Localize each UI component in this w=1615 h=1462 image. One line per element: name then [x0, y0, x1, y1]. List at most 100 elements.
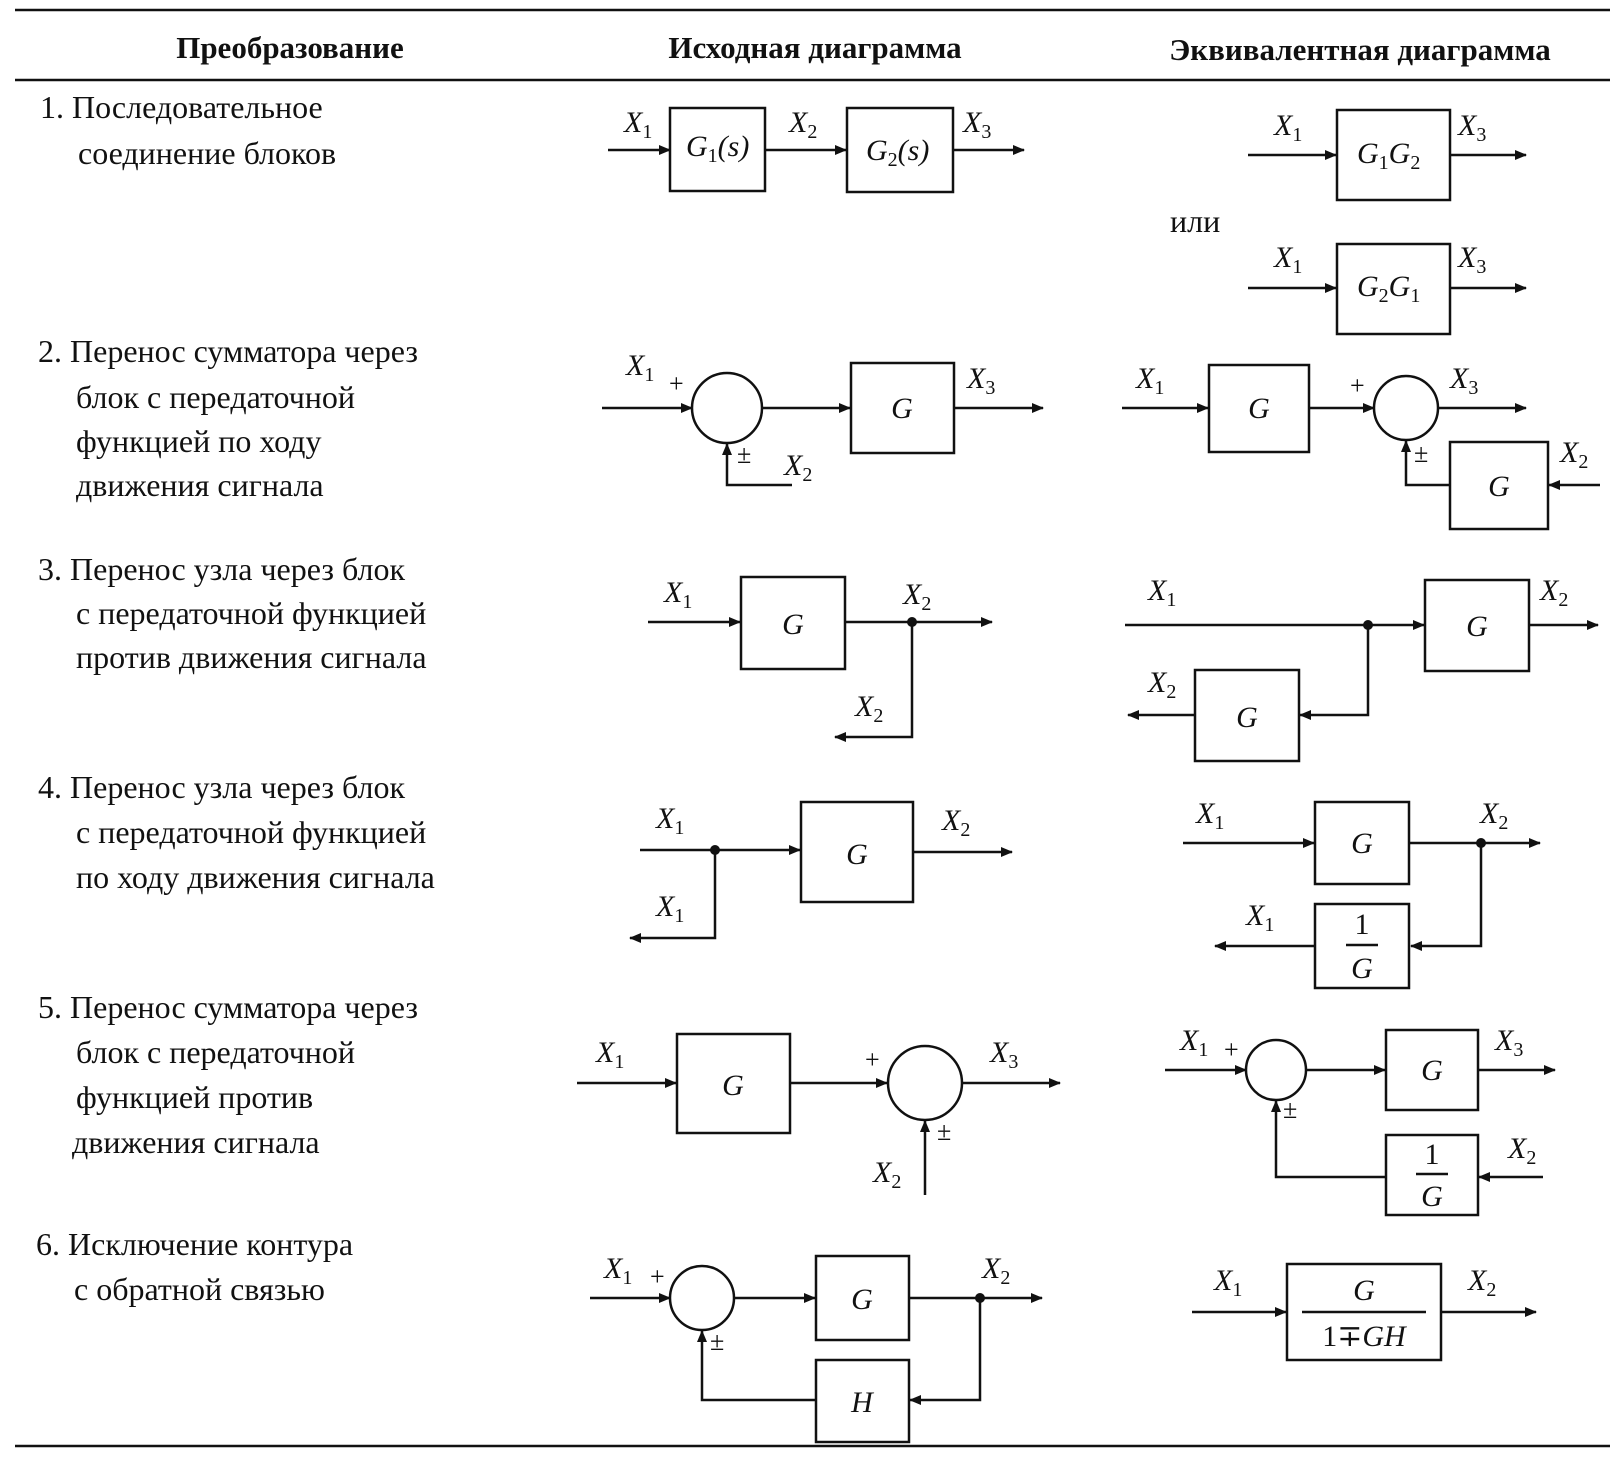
svg-text:G: G: [782, 608, 804, 641]
svg-text:+: +: [1224, 1035, 1239, 1064]
row-2-original-diagram: X1 + ± X2 X3 G: [602, 349, 1044, 487]
svg-text:G2G1: G2G1: [1357, 270, 1420, 307]
svg-text:соединение блоков: соединение блоков: [78, 135, 336, 171]
row-3-original-diagram: X1 X2 X2 G: [648, 575, 993, 742]
svg-text:по ходу движения сигнала: по ходу движения сигнала: [76, 859, 435, 895]
svg-text:1: 1: [1355, 908, 1370, 941]
svg-text:X2: X2: [1467, 1264, 1496, 1301]
svg-text:X1: X1: [655, 802, 684, 839]
svg-text:X2: X2: [981, 1252, 1010, 1289]
svg-text:G: G: [1351, 827, 1373, 860]
svg-text:G: G: [1488, 470, 1510, 503]
svg-text:+: +: [650, 1262, 665, 1291]
svg-text:X3: X3: [962, 106, 991, 143]
svg-text:с передаточной функцией: с передаточной функцией: [76, 595, 426, 631]
row-4-equivalent-diagram: X1 X2 X1 G 1 G: [1183, 797, 1541, 990]
svg-text:функцией против: функцией против: [76, 1079, 313, 1115]
svg-text:X2: X2: [1539, 574, 1568, 611]
row-5-description: 5. Перенос сумматора через блок с переда…: [38, 989, 418, 1160]
svg-text:G: G: [1236, 701, 1258, 734]
svg-text:с обратной связью: с обратной связью: [74, 1271, 325, 1307]
svg-text:6. Исключение контура: 6. Исключение контура: [36, 1226, 353, 1262]
svg-text:H: H: [850, 1386, 875, 1419]
svg-text:X2: X2: [1479, 797, 1508, 834]
svg-text:X2: X2: [902, 578, 931, 615]
row-1-original-diagram: X1 X2 X3 G1(s) G2(s): [608, 106, 1025, 194]
header-original: Исходная диаграмма: [668, 30, 962, 65]
svg-text:G1G2: G1G2: [1357, 137, 1420, 174]
svg-text:+: +: [865, 1045, 880, 1074]
svg-text:X1: X1: [1245, 899, 1274, 936]
svg-text:X1: X1: [1195, 797, 1224, 834]
header-transform: Преобразование: [176, 30, 404, 65]
svg-text:1: 1: [1425, 1138, 1440, 1171]
svg-text:X3: X3: [966, 362, 995, 399]
svg-text:1∓GH: 1∓GH: [1322, 1320, 1408, 1353]
svg-text:X1: X1: [1273, 241, 1302, 278]
row-3-description: 3. Перенос узла через блок с передаточно…: [38, 551, 427, 675]
row-4-original-diagram: X1 X1 X2 G: [629, 800, 1013, 943]
row-2-equivalent-diagram: X1 + ± X3 X2 G G: [1122, 362, 1600, 531]
row-6-equivalent-diagram: X1 X2 G 1∓GH: [1192, 1262, 1537, 1362]
svg-text:G1(s): G1(s): [686, 130, 749, 167]
svg-text:X1: X1: [1273, 109, 1302, 146]
svg-text:G: G: [1351, 952, 1373, 985]
or-label: или: [1170, 203, 1220, 239]
svg-text:X3: X3: [1449, 362, 1478, 399]
svg-text:X2: X2: [1507, 1132, 1536, 1169]
svg-text:против движения сигнала: против движения сигнала: [76, 639, 427, 675]
svg-text:X1: X1: [1179, 1024, 1208, 1061]
row-5-original-diagram: X1 + ± X3 X2 G: [577, 1032, 1061, 1195]
svg-text:X1: X1: [655, 890, 684, 927]
svg-text:X1: X1: [595, 1036, 624, 1073]
svg-text:G: G: [846, 838, 868, 871]
svg-text:±: ±: [1414, 439, 1428, 468]
svg-text:движения сигнала: движения сигнала: [72, 1124, 320, 1160]
svg-text:X3: X3: [1457, 241, 1486, 278]
svg-text:X3: X3: [1494, 1024, 1523, 1061]
svg-text:X2: X2: [788, 106, 817, 143]
svg-text:функцией по ходу: функцией по ходу: [76, 423, 321, 459]
row-6-original-diagram: X1 + ± X2 G H: [590, 1252, 1043, 1444]
svg-text:X1: X1: [603, 1252, 632, 1289]
svg-text:±: ±: [937, 1117, 951, 1146]
svg-text:G: G: [891, 392, 913, 425]
svg-text:X1: X1: [623, 106, 652, 143]
svg-text:2. Перенос сумматора через: 2. Перенос сумматора через: [38, 333, 418, 369]
svg-text:X1: X1: [1147, 574, 1176, 611]
row-4-description: 4. Перенос узла через блок с передаточно…: [38, 769, 435, 895]
row-3-equivalent-diagram: X1 X2 X2 G G: [1125, 574, 1599, 763]
svg-text:X1: X1: [1135, 362, 1164, 399]
svg-text:X2: X2: [941, 804, 970, 841]
svg-text:G: G: [851, 1283, 873, 1316]
svg-text:+: +: [669, 369, 684, 398]
svg-text:X2: X2: [854, 690, 883, 727]
svg-text:X2: X2: [783, 449, 812, 486]
svg-text:X1: X1: [663, 576, 692, 613]
svg-text:движения сигнала: движения сигнала: [76, 467, 324, 503]
svg-text:блок с передаточной: блок с передаточной: [76, 1034, 355, 1070]
svg-text:G2(s): G2(s): [866, 134, 929, 171]
svg-text:X3: X3: [989, 1036, 1018, 1073]
svg-text:G: G: [722, 1069, 744, 1102]
svg-text:G: G: [1248, 392, 1270, 425]
svg-text:X1: X1: [1213, 1264, 1242, 1301]
header-equivalent: Эквивалентная диаграмма: [1169, 32, 1551, 67]
svg-text:+: +: [1350, 371, 1365, 400]
svg-text:X2: X2: [1559, 436, 1588, 473]
row-6-description: 6. Исключение контура с обратной связью: [36, 1226, 353, 1307]
svg-text:блок с передаточной: блок с передаточной: [76, 379, 355, 415]
svg-text:4. Перенос узла через блок: 4. Перенос узла через блок: [38, 769, 405, 805]
svg-text:G: G: [1466, 610, 1488, 643]
svg-text:3. Перенос узла через блок: 3. Перенос узла через блок: [38, 551, 405, 587]
svg-text:G: G: [1421, 1180, 1443, 1213]
svg-text:X3: X3: [1457, 109, 1486, 146]
svg-text:X1: X1: [625, 349, 654, 386]
row-5-equivalent-diagram: X1 + ± X3 X2 G 1 G: [1165, 1024, 1556, 1217]
svg-text:1. Последовательное: 1. Последовательное: [40, 89, 323, 125]
svg-text:X2: X2: [1147, 666, 1176, 703]
row-1-description: 1. Последовательное соединение блоков: [40, 89, 336, 171]
svg-text:±: ±: [710, 1327, 724, 1356]
row-1-equivalent-diagram: X1 X3 G1G2 или X1 X3 G2G1: [1170, 108, 1527, 336]
